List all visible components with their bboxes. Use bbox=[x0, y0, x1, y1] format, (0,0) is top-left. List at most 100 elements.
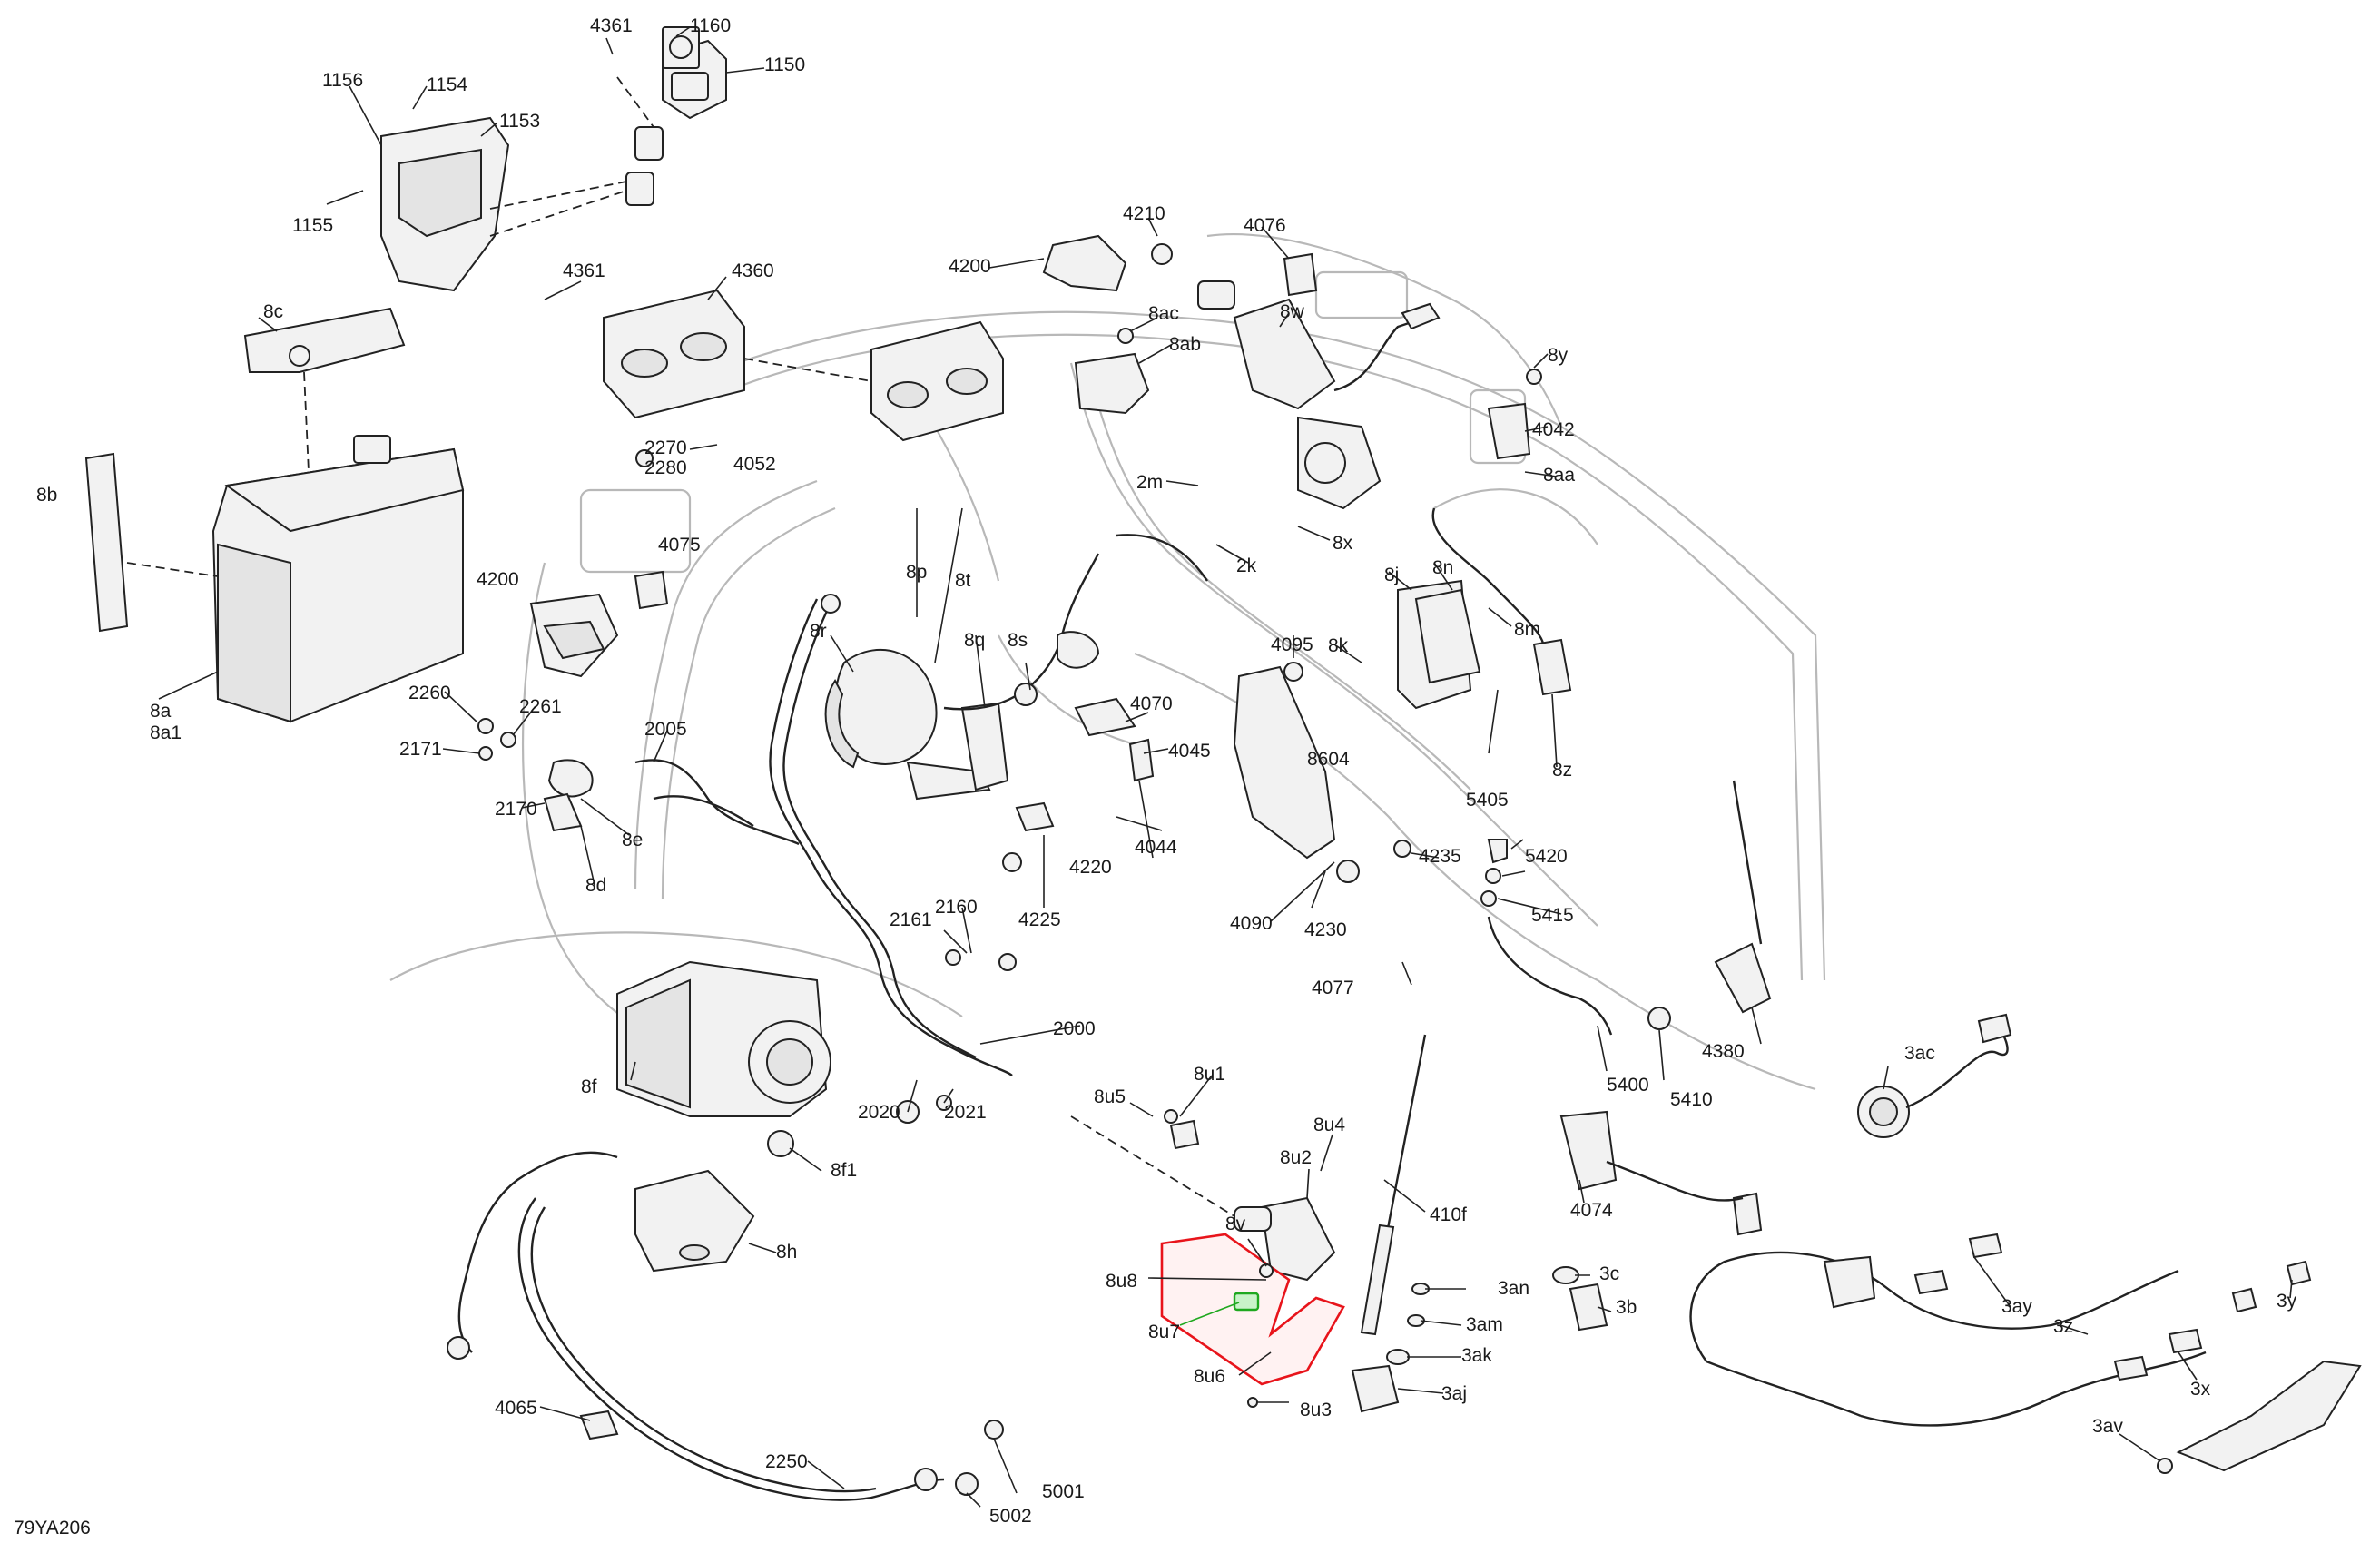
callout-label: 2260 bbox=[408, 683, 451, 703]
callout-label: 4045 bbox=[1168, 741, 1211, 762]
callout-label: 8e bbox=[622, 830, 643, 850]
callout-label: 2k bbox=[1236, 555, 1257, 576]
upper-center-parts bbox=[1042, 234, 1441, 510]
callout-label: 410f bbox=[1430, 1204, 1467, 1225]
abs-module bbox=[616, 960, 831, 1273]
callout-label: 1160 bbox=[690, 15, 731, 36]
callout-label: 4074 bbox=[1570, 1200, 1613, 1221]
callout-label: 8f bbox=[581, 1076, 597, 1097]
document-code: 79YA206 bbox=[14, 1518, 91, 1538]
callout-label: 3y bbox=[2277, 1291, 2297, 1312]
callout-label: 8x bbox=[1333, 533, 1353, 554]
callout-label: 4065 bbox=[495, 1398, 537, 1419]
callout-label: 5405 bbox=[1466, 790, 1509, 811]
callout-label: 2270 bbox=[644, 437, 687, 458]
callout-label: 1156 bbox=[322, 70, 363, 91]
callout-label: 3ac bbox=[1904, 1043, 1935, 1064]
callout-label: 4380 bbox=[1702, 1041, 1745, 1062]
callout-label: 4075 bbox=[658, 535, 701, 555]
callout-label: 8u3 bbox=[1300, 1400, 1332, 1420]
callout-label: 4225 bbox=[1018, 909, 1061, 930]
callout-label: 8h bbox=[776, 1242, 797, 1263]
callout-label: 3am bbox=[1466, 1314, 1503, 1335]
callout-label: 8d bbox=[585, 875, 606, 896]
callout-label: 4361 bbox=[590, 15, 633, 36]
callout-label: 8w bbox=[1280, 301, 1305, 322]
callout-label: 2005 bbox=[644, 719, 687, 740]
callout-label: 3av bbox=[2092, 1416, 2123, 1437]
callout-label: 8q bbox=[964, 630, 985, 651]
callout-label: 3c bbox=[1599, 1263, 1619, 1284]
callout-label: 2261 bbox=[519, 696, 562, 717]
callout-label: 8aa bbox=[1543, 465, 1575, 486]
callout-label: 4095 bbox=[1271, 634, 1313, 655]
callout-label: 4044 bbox=[1135, 837, 1177, 858]
callout-label: 5410 bbox=[1670, 1089, 1713, 1110]
callout-label: 8y bbox=[1548, 345, 1569, 366]
callout-label: 3ak bbox=[1461, 1345, 1492, 1366]
callout-label: 5001 bbox=[1042, 1481, 1085, 1502]
callout-label: 8t bbox=[955, 570, 971, 591]
callout-label: 2021 bbox=[944, 1102, 987, 1123]
callout-label: 2161 bbox=[890, 909, 932, 930]
callout-label: 8b bbox=[36, 485, 57, 506]
callout-label: 4220 bbox=[1069, 857, 1112, 878]
sensor-bracket-assembly bbox=[380, 26, 727, 292]
lower-left-harness bbox=[447, 1151, 1004, 1501]
callout-label: 2250 bbox=[765, 1451, 808, 1472]
callout-label: 8u6 bbox=[1194, 1366, 1225, 1387]
battery-assembly bbox=[84, 307, 465, 723]
callout-label: 2280 bbox=[644, 457, 687, 478]
callout-label: 4235 bbox=[1419, 846, 1461, 867]
callout-label: 8n bbox=[1432, 557, 1453, 578]
callout-label: 4052 bbox=[733, 454, 776, 475]
callout-label: 8ac bbox=[1148, 303, 1179, 324]
callout-label: 8z bbox=[1552, 760, 1572, 781]
callout-label: 8ab bbox=[1169, 334, 1201, 355]
highlighted-clip bbox=[1233, 1292, 1260, 1312]
callout-label: 4070 bbox=[1130, 693, 1173, 714]
actuator-assembly bbox=[1070, 1109, 1345, 1408]
callout-label: 4360 bbox=[732, 260, 774, 281]
callout-label: 8u7 bbox=[1148, 1322, 1180, 1342]
antenna-assembly bbox=[1351, 1034, 1430, 1413]
callout-label: 5415 bbox=[1531, 905, 1574, 926]
callout-label: 8u2 bbox=[1280, 1147, 1312, 1168]
callout-label: 8r bbox=[810, 621, 827, 642]
callout-label: 3aj bbox=[1441, 1383, 1467, 1404]
callout-label: 8s bbox=[1008, 630, 1028, 651]
callout-label: 8a1 bbox=[150, 722, 182, 743]
callout-label: 4230 bbox=[1304, 919, 1347, 940]
callout-label: 8u1 bbox=[1194, 1064, 1225, 1085]
callout-label: 1153 bbox=[499, 111, 540, 132]
callout-label: 1155 bbox=[292, 215, 333, 236]
callout-label: 4042 bbox=[1532, 419, 1575, 440]
callout-label: 8f1 bbox=[831, 1160, 857, 1181]
callout-label: 3an bbox=[1498, 1278, 1529, 1299]
callout-label: 4200 bbox=[477, 569, 519, 590]
callout-label: 3ay bbox=[2001, 1296, 2032, 1317]
callout-label: 1154 bbox=[427, 74, 467, 95]
callout-label: 8k bbox=[1328, 635, 1349, 656]
callout-label: 3z bbox=[2053, 1316, 2073, 1337]
callout-label: 1150 bbox=[764, 54, 805, 75]
callout-label: 2171 bbox=[399, 739, 442, 760]
callout-label: 8604 bbox=[1307, 749, 1350, 770]
right-upper-parts bbox=[1397, 369, 1572, 710]
callout-label: 8u4 bbox=[1313, 1115, 1345, 1135]
callout-label: 5400 bbox=[1607, 1075, 1649, 1096]
callout-label: 8a bbox=[150, 701, 172, 722]
callout-label: 3x bbox=[2190, 1379, 2211, 1400]
center-bracket-4090 bbox=[1233, 662, 1411, 883]
callout-label: 4200 bbox=[949, 256, 991, 277]
callout-label: 3b bbox=[1616, 1297, 1637, 1318]
callout-label: 8p bbox=[906, 562, 927, 583]
callout-label: 2170 bbox=[495, 799, 537, 820]
left-middle-parts bbox=[477, 570, 800, 846]
relay-box-assembly bbox=[603, 289, 1004, 467]
callout-label: 5002 bbox=[989, 1506, 1032, 1527]
callout-label: 4076 bbox=[1244, 215, 1286, 236]
callout-label: 4077 bbox=[1312, 978, 1354, 998]
